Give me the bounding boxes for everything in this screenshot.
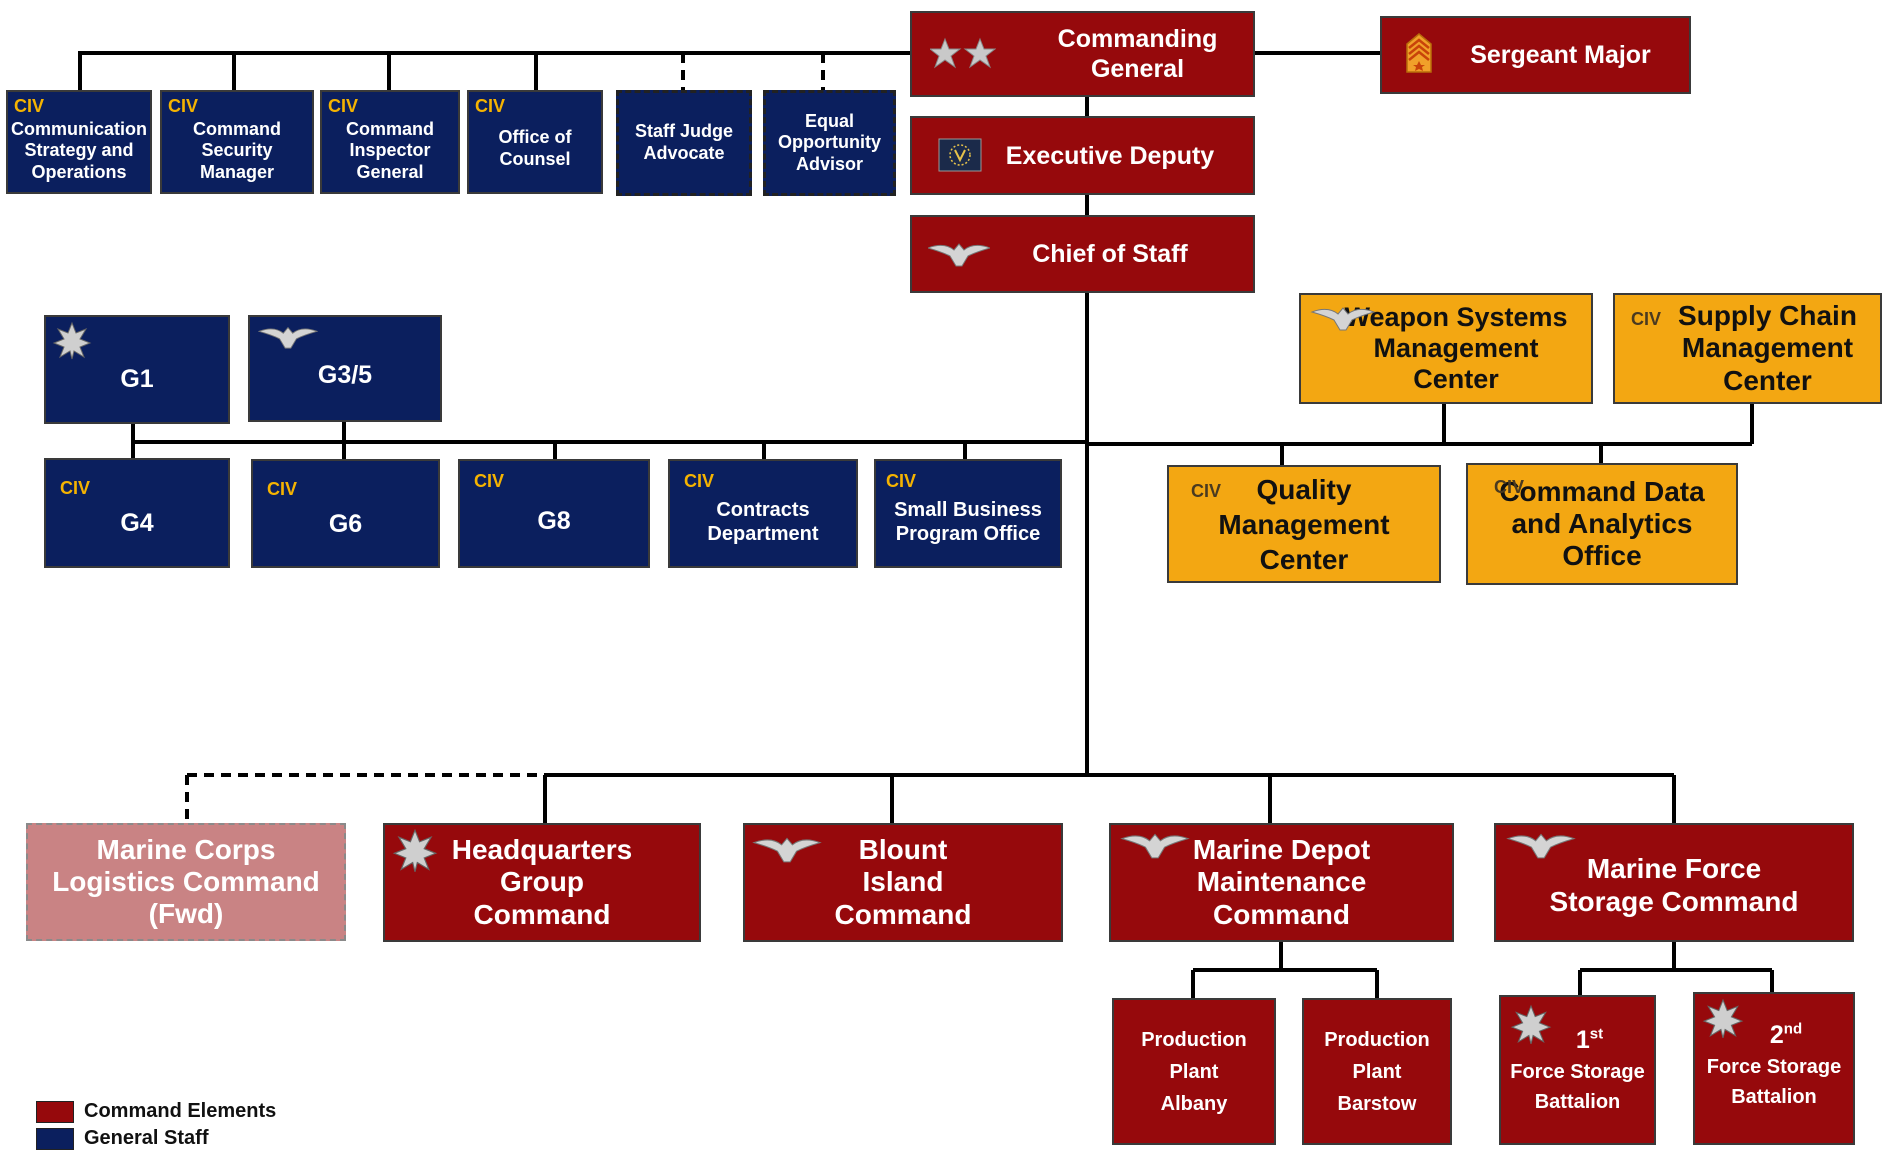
- oak-leaf-icon: [1510, 1004, 1552, 1051]
- civ-tag: CIV: [1191, 481, 1222, 501]
- general-staff-label: G4: [120, 509, 154, 537]
- general-staff-box-g8[interactable]: CIV G8: [458, 459, 650, 568]
- center-label: Command Data and Analytics Office: [1499, 475, 1705, 572]
- battalion-ordinal-number: 2: [1769, 1021, 1784, 1049]
- oak-leaf-icon: [1702, 998, 1744, 1045]
- center-box-weapon-systems[interactable]: Weapon Systems Management Center: [1299, 293, 1593, 404]
- special-staff-box-equal-opportunity[interactable]: Equal Opportunity Advisor: [763, 90, 896, 196]
- oak-leaf-icon: [52, 321, 92, 366]
- battalion-ordinal: 2nd: [1770, 1020, 1802, 1050]
- battalion-ordinal-suffix: nd: [1783, 1020, 1803, 1038]
- general-staff-box-g6[interactable]: CIV G6: [251, 459, 440, 568]
- special-staff-label: Command Security Manager: [192, 118, 281, 182]
- legend-swatch-general-staff: [36, 1127, 74, 1150]
- special-staff-box-office-of-counsel[interactable]: CIV Office of Counsel: [467, 90, 603, 194]
- command-box-force-storage[interactable]: Marine Force Storage Command: [1494, 823, 1854, 942]
- ses-flag-icon: [938, 138, 982, 177]
- general-staff-label: G1: [120, 364, 154, 393]
- command-box-blount-island[interactable]: Blount Island Command: [743, 823, 1063, 942]
- battalion-ordinal: 1st: [1576, 1025, 1603, 1055]
- civ-tag: CIV: [475, 96, 506, 116]
- command-label: Blount Island Command: [834, 834, 972, 930]
- special-staff-label: Command Inspector General: [345, 118, 434, 182]
- special-staff-label: Communication Strategy and Operations: [10, 118, 147, 182]
- center-label: Weapon Systems Management Center: [1344, 301, 1568, 395]
- civ-tag: CIV: [267, 479, 298, 499]
- colonel-eagle-icon: [257, 322, 319, 355]
- center-box-data-analytics[interactable]: CIV Command Data and Analytics Office: [1466, 463, 1738, 585]
- special-staff-label: Equal Opportunity Advisor: [778, 110, 881, 174]
- civ-tag: CIV: [60, 478, 91, 498]
- oak-leaf-icon: [392, 828, 438, 879]
- colonel-eagle-icon: [752, 832, 822, 869]
- center-label: Supply Chain Management Center: [1678, 300, 1857, 396]
- civ-tag: CIV: [1631, 309, 1662, 329]
- colonel-eagle-icon: [1308, 302, 1378, 337]
- civ-tag: CIV: [1494, 477, 1525, 497]
- commanding-general-box[interactable]: Commanding General: [910, 11, 1255, 97]
- plant-label: Production Plant Albany: [1141, 1029, 1247, 1115]
- civ-tag: CIV: [14, 96, 45, 116]
- executive-deputy-label: Executive Deputy: [1005, 141, 1215, 170]
- special-staff-box-security-manager[interactable]: CIV Command Security Manager: [160, 90, 314, 194]
- legend-swatch-command: [36, 1100, 74, 1123]
- battalion-label: Force Storage Battalion: [1706, 1056, 1842, 1108]
- command-label: Headquarters Group Command: [451, 834, 633, 930]
- sergeant-major-label: Sergeant Major: [1470, 41, 1651, 69]
- command-label: Marine Depot Maintenance Command: [1192, 834, 1371, 930]
- civ-tag: CIV: [684, 471, 715, 491]
- general-staff-label: G8: [537, 506, 571, 535]
- chief-of-staff-label: Chief of Staff: [1032, 240, 1188, 268]
- command-box-hq-group[interactable]: Headquarters Group Command: [383, 823, 701, 942]
- plant-box-barstow[interactable]: Production Plant Barstow: [1302, 998, 1452, 1145]
- sergeant-major-chevron-icon: [1405, 32, 1433, 79]
- battalion-ordinal-suffix: st: [1589, 1025, 1604, 1043]
- plant-box-albany[interactable]: Production Plant Albany: [1112, 998, 1276, 1145]
- legend-item-command: Command Elements: [36, 1100, 276, 1123]
- special-staff-box-communication[interactable]: CIV Communication Strategy and Operation…: [6, 90, 152, 194]
- general-staff-label: Contracts Department: [707, 498, 819, 545]
- special-staff-box-staff-judge-advocate[interactable]: Staff Judge Advocate: [616, 90, 752, 196]
- general-staff-box-small-business[interactable]: CIV Small Business Program Office: [874, 459, 1062, 568]
- legend-item-general-staff: General Staff: [36, 1127, 208, 1150]
- general-staff-box-contracts[interactable]: CIV Contracts Department: [668, 459, 858, 568]
- special-staff-label: Office of Counsel: [498, 127, 572, 169]
- civ-tag: CIV: [474, 471, 505, 491]
- special-staff-label: Staff Judge Advocate: [634, 121, 733, 163]
- command-label: Marine Force Storage Command: [1549, 853, 1799, 917]
- legend-label-command: Command Elements: [84, 1100, 277, 1122]
- civ-tag: CIV: [168, 96, 199, 116]
- command-label: Marine Corps Logistics Command (Fwd): [52, 833, 320, 930]
- colonel-eagle-icon: [1506, 828, 1576, 865]
- general-staff-label: G3/5: [317, 360, 373, 389]
- commanding-general-label: Commanding General: [1057, 25, 1218, 83]
- colonel-eagle-icon: [926, 238, 992, 273]
- two-star-insignia-icon: [928, 36, 997, 75]
- general-staff-box-g4[interactable]: CIV G4: [44, 458, 230, 568]
- general-staff-label: G6: [328, 509, 363, 538]
- plant-label: Production Plant Barstow: [1324, 1029, 1430, 1115]
- command-box-logistics-fwd[interactable]: Marine Corps Logistics Command (Fwd): [26, 823, 346, 941]
- battalion-label: Force Storage Battalion: [1510, 1061, 1645, 1113]
- legend-label-general-staff: General Staff: [84, 1127, 209, 1149]
- colonel-eagle-icon: [1120, 828, 1190, 865]
- sergeant-major-box[interactable]: Sergeant Major: [1380, 16, 1691, 94]
- center-box-supply-chain[interactable]: CIV Supply Chain Management Center: [1613, 293, 1882, 404]
- civ-tag: CIV: [328, 96, 359, 116]
- general-staff-label: Small Business Program Office: [894, 498, 1042, 545]
- civ-tag: CIV: [886, 471, 917, 491]
- special-staff-box-inspector-general[interactable]: CIV Command Inspector General: [320, 90, 460, 194]
- center-label: Quality Management Center: [1218, 473, 1390, 575]
- battalion-ordinal-number: 1: [1575, 1026, 1590, 1054]
- center-box-quality-management[interactable]: CIV Quality Management Center: [1167, 465, 1441, 583]
